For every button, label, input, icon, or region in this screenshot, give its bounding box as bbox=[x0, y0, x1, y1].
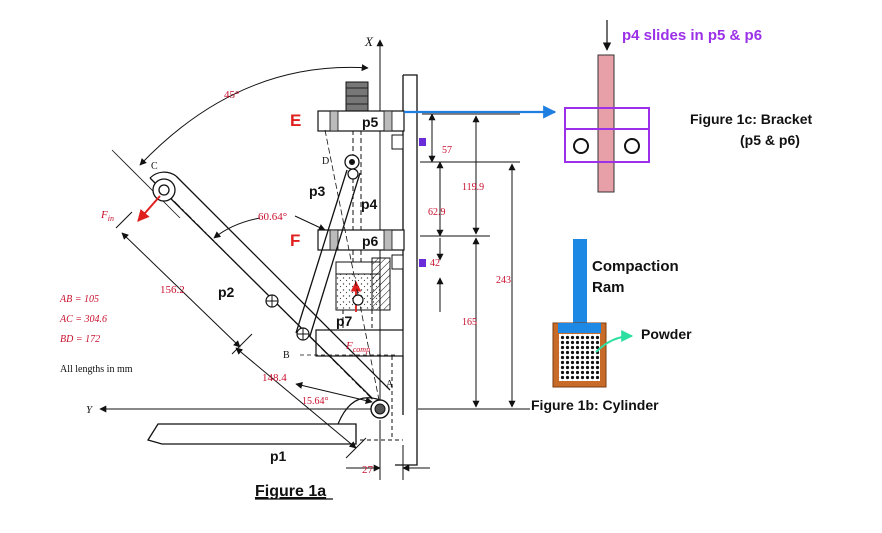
bolt-lower bbox=[391, 254, 426, 270]
point-c-label: C bbox=[151, 161, 158, 172]
joint-p7 bbox=[352, 294, 364, 306]
part-p2-label: p2 bbox=[218, 284, 235, 300]
figure-1c-caption-sub: (p5 & p6) bbox=[740, 132, 800, 148]
dim-243-label: 243 bbox=[496, 275, 511, 286]
figure-1b-caption: Figure 1b: Cylinder bbox=[531, 397, 659, 413]
angle-15-label: 15.64° bbox=[302, 396, 329, 407]
bracket-p6 bbox=[317, 229, 405, 251]
figure-1a-caption: Figure 1a bbox=[255, 483, 326, 500]
powder-label: Powder bbox=[641, 326, 692, 342]
force-in-arrow bbox=[137, 195, 161, 222]
bracket-hole-right bbox=[624, 138, 640, 154]
joint-mid bbox=[265, 294, 279, 308]
axis-y-label: Y bbox=[86, 404, 94, 416]
part-p4-label: p4 bbox=[361, 196, 378, 212]
compaction-ram bbox=[573, 239, 587, 324]
point-b-label: B bbox=[283, 350, 290, 361]
dim-stack bbox=[418, 113, 530, 410]
base-p1 bbox=[146, 397, 381, 445]
angle-45-label: 45° bbox=[224, 89, 239, 101]
units-note: All lengths in mm bbox=[60, 364, 133, 375]
part-p6-label: p6 bbox=[362, 233, 379, 249]
length-ac: AC = 304.6 bbox=[59, 314, 107, 325]
joint-a bbox=[370, 399, 390, 419]
ram-label-line2: Ram bbox=[592, 279, 625, 296]
powder-arrow bbox=[595, 330, 634, 353]
axis-x-label: X bbox=[364, 34, 374, 49]
dim-119-label: 119.9 bbox=[462, 182, 484, 193]
arc-45 bbox=[139, 64, 369, 166]
dim-27 bbox=[346, 420, 430, 480]
bolt-upper bbox=[391, 134, 426, 150]
dim-165-label: 165 bbox=[462, 317, 477, 328]
dim-42-label: 42 bbox=[430, 258, 440, 269]
angle-60-label: 60.64° bbox=[258, 211, 287, 223]
point-f-label: F bbox=[290, 231, 300, 250]
point-a-label: A bbox=[386, 379, 394, 390]
joint-b bbox=[296, 327, 310, 341]
die-block bbox=[315, 257, 404, 441]
dim-27-label: 27 bbox=[362, 464, 374, 476]
slide-rod bbox=[597, 54, 615, 193]
bracket-p5 bbox=[317, 110, 405, 132]
part-p3-label: p3 bbox=[309, 183, 326, 199]
slide-note: p4 slides in p5 & p6 bbox=[622, 27, 762, 44]
figure-1a: X Y 45° 60.64° 15.64° 156.2 148.4 57 119… bbox=[59, 34, 530, 500]
force-comp-label: Fcomp bbox=[345, 340, 370, 354]
dim-156-label: 156.2 bbox=[160, 284, 185, 296]
dim-57-label: 57 bbox=[442, 145, 452, 156]
force-in-label: Fin bbox=[100, 209, 114, 223]
bracket-hole-left bbox=[573, 138, 589, 154]
part-p5-label: p5 bbox=[362, 114, 379, 130]
dim-62-label: 62.9 bbox=[428, 207, 446, 218]
dim-156 bbox=[115, 211, 253, 355]
point-e-label: E bbox=[290, 111, 301, 130]
figure-1c-caption: Figure 1c: Bracket bbox=[690, 111, 812, 127]
dim-148-label: 148.4 bbox=[262, 372, 287, 384]
point-d-label: D bbox=[322, 156, 329, 167]
joint-c bbox=[152, 178, 176, 202]
bracket-outline bbox=[564, 107, 650, 163]
part-p7-label: p7 bbox=[336, 313, 353, 329]
dim-148 bbox=[235, 347, 367, 459]
figure-1c: p4 slides in p5 & p6 Figure 1c: Bracket … bbox=[564, 20, 812, 193]
link-p3 bbox=[295, 169, 361, 337]
length-bd: BD = 172 bbox=[60, 334, 100, 345]
joint-d bbox=[344, 154, 360, 180]
figure-1b: Compaction Ram Powder Figure 1b: Cylinde… bbox=[531, 239, 692, 413]
frame-plate bbox=[395, 74, 418, 466]
ram-label-line1: Compaction bbox=[592, 258, 679, 275]
part-p1-label: p1 bbox=[270, 448, 287, 464]
length-ab: AB = 105 bbox=[59, 294, 99, 305]
